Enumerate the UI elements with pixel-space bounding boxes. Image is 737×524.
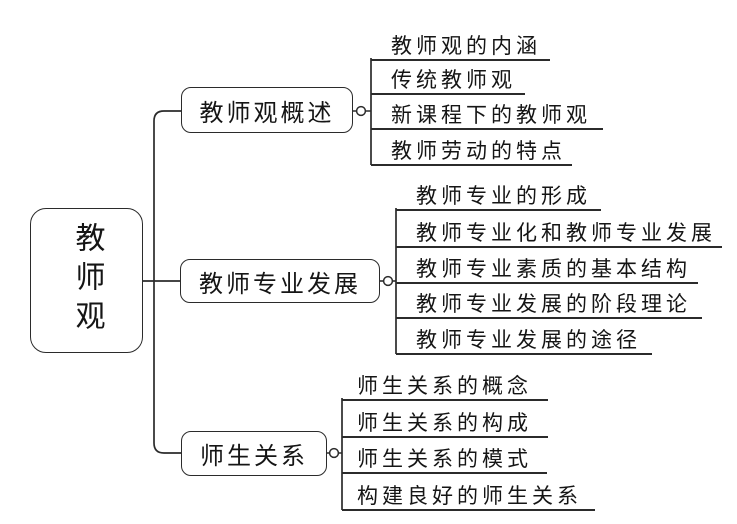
- leaf-node[interactable]: 新课程下的教师观: [371, 96, 603, 130]
- leaf-node[interactable]: 构建良好的师生关系: [342, 477, 595, 511]
- branch-node-overview[interactable]: 教师观概述: [181, 87, 353, 133]
- leaf-node[interactable]: 教师专业的形成: [396, 177, 601, 211]
- leaf-node[interactable]: 教师专业素质的基本结构: [396, 250, 698, 284]
- root-node[interactable]: 教师观: [30, 208, 143, 353]
- leaf-node[interactable]: 传统教师观: [371, 61, 525, 95]
- branch1-collapse-toggle-icon[interactable]: [355, 105, 367, 117]
- leaf-node[interactable]: 教师观的内涵: [371, 27, 550, 61]
- branch-node-teacher-student-relationship[interactable]: 师生关系: [181, 431, 327, 476]
- leaf-node[interactable]: 教师专业发展的途径: [396, 321, 652, 355]
- branch2-collapse-toggle-icon[interactable]: [382, 275, 394, 287]
- leaf-node[interactable]: 师生关系的构成: [342, 404, 548, 438]
- leaf-node[interactable]: 师生关系的模式: [342, 440, 547, 474]
- branch-node-professional-development[interactable]: 教师专业发展: [180, 259, 380, 303]
- leaf-node[interactable]: 教师专业发展的阶段理论: [396, 285, 702, 319]
- leaf-node[interactable]: 教师劳动的特点: [371, 132, 572, 166]
- branch3-collapse-toggle-icon[interactable]: [328, 447, 340, 459]
- leaf-node[interactable]: 教师专业化和教师专业发展: [396, 214, 722, 248]
- main-spine-line: [153, 110, 181, 454]
- leaf-node[interactable]: 师生关系的概念: [342, 367, 548, 401]
